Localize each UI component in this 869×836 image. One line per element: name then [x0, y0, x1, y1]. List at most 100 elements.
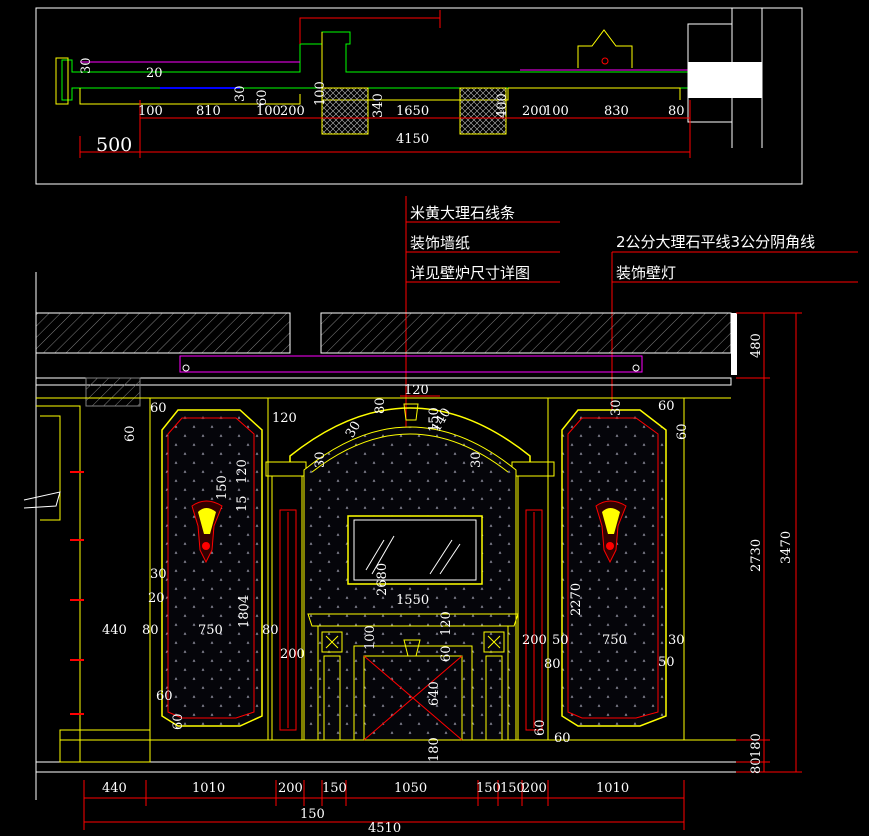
dim-60c: 60: [658, 399, 675, 414]
dim-80c: 80: [262, 623, 279, 638]
plan-dim-100a: 100: [138, 104, 163, 119]
dim-bottom-1010a: 1010: [192, 781, 225, 796]
dim-750b: 750: [602, 633, 627, 648]
dim-right-80: 80: [749, 757, 764, 774]
dim-80d: 80: [544, 657, 561, 672]
dim-750a: 750: [198, 623, 223, 638]
plan-dim-20: 20: [146, 66, 163, 81]
ceiling-slab-left: [35, 312, 291, 354]
dim-bottom-150d: 150: [322, 781, 347, 796]
plan-dim-100b: 100: [256, 104, 281, 119]
dim-60f: 60: [156, 689, 173, 704]
dim-30a: 30: [343, 419, 364, 441]
dim-1804: 1804: [237, 595, 252, 628]
dim-150a: 150: [427, 407, 442, 432]
dim-bottom-440: 440: [102, 781, 127, 796]
elevation-view: [23, 272, 738, 800]
dim-60a: 60: [150, 401, 167, 416]
dim-60i: 60: [554, 731, 571, 746]
plan-dim-830: 830: [604, 104, 629, 119]
right-wall-lamp: [595, 500, 627, 564]
plan-wall-solid: [688, 62, 762, 98]
dim-50a: 50: [552, 633, 569, 648]
plan-fireplace-right: [459, 87, 507, 135]
plan-dim-30b: 30: [233, 85, 248, 102]
dim-bottom-150c: 150: [500, 781, 525, 796]
plan-dim-100d: 100: [544, 104, 569, 119]
plan-dim-1650: 1650: [396, 104, 429, 119]
plan-dim-60: 60: [255, 89, 270, 106]
right-column: [511, 461, 555, 741]
left-column: [265, 461, 307, 741]
dim-bottom-4510: 4510: [368, 821, 401, 836]
dim-120a: 120: [272, 411, 297, 426]
dim-120c: 120: [235, 459, 250, 484]
dim-bottom-1010b: 1010: [596, 781, 629, 796]
annotations: 米黄大理石线条 装饰墙纸 详见壁炉尺寸详图 2公分大理石平线3公分阴角线 装饰壁…: [405, 196, 858, 740]
plan-dim-810: 810: [196, 104, 221, 119]
dim-right-480: 480: [749, 333, 764, 358]
ceiling-slab-right: [320, 312, 732, 354]
dim-right-180: 180: [749, 733, 764, 758]
plan-dim-100c: 100: [313, 81, 328, 106]
plan-dim-200b: 200: [522, 104, 547, 119]
dim-200a: 200: [280, 647, 305, 662]
dim-60e: 60: [439, 645, 454, 662]
plan-dim-4150: 4150: [396, 132, 429, 147]
dim-180: 180: [427, 737, 442, 762]
plan-wall-outline: [61, 31, 691, 101]
left-wall-lamp: [191, 500, 223, 564]
dim-15: 15: [235, 495, 250, 512]
dim-440: 440: [102, 623, 127, 638]
note-marble-line: 2公分大理石平线3公分阴角线: [616, 233, 815, 251]
plan-frame: [35, 7, 803, 185]
left-wallpaper-panel: [161, 409, 263, 727]
dim-right-2730: 2730: [749, 539, 764, 572]
dim-2680: 2680: [375, 563, 390, 596]
dim-right-3470: 3470: [779, 531, 794, 564]
dim-60d: 60: [675, 423, 690, 440]
dim-80b: 80: [142, 623, 159, 638]
plan-fireplace-left: [321, 87, 369, 135]
dim-2270: 2270: [569, 583, 584, 616]
note-wallpaper: 装饰墙纸: [410, 234, 470, 252]
right-wallpaper-panel: [561, 409, 667, 727]
dim-50b: 50: [658, 655, 675, 670]
dim-30f: 30: [668, 633, 685, 648]
dim-100: 100: [363, 625, 378, 650]
dim-bottom-200b: 200: [522, 781, 547, 796]
plan-lamp-symbol: [577, 29, 633, 68]
dim-200b: 200: [522, 633, 547, 648]
dim-bottom-200a: 200: [278, 781, 303, 796]
note-marble-strip: 米黄大理石线条: [410, 204, 515, 222]
dim-30b: 30: [609, 399, 624, 416]
dim-30c: 30: [313, 451, 328, 468]
dim-120d: 120: [439, 611, 454, 636]
elevation-dimensions: 440 1010 200 150 150 1050 150 150 200 10…: [83, 312, 802, 836]
dim-60b: 60: [123, 425, 138, 442]
dim-60g: 60: [171, 713, 186, 730]
plan-dim-500: 500: [96, 134, 132, 156]
dim-1550: 1550: [396, 593, 429, 608]
plan-dim-80: 80: [668, 104, 685, 119]
fireplace: [307, 613, 519, 741]
plan-dim-30a: 30: [79, 57, 94, 74]
plan-dim-400: 400: [495, 93, 510, 118]
plan-dim-340: 340: [371, 93, 386, 118]
dim-30e: 30: [150, 567, 167, 582]
dim-bottom-150b: 150: [476, 781, 501, 796]
dim-bottom-150a: 150: [300, 807, 325, 822]
dim-80a: 80: [373, 397, 388, 414]
ceiling-cornice: [179, 355, 643, 373]
dim-20: 20: [148, 591, 165, 606]
dim-150b: 150: [215, 475, 230, 500]
tv-screen: [347, 515, 483, 585]
plan-view: 30 20 100 810 30 60 100 200 100 340 1650…: [35, 7, 803, 185]
dim-30d: 30: [469, 451, 484, 468]
plan-dim-200a: 200: [280, 104, 305, 119]
dim-bottom-1050: 1050: [394, 781, 427, 796]
note-wall-lamp: 装饰壁灯: [616, 264, 676, 282]
note-fireplace-detail: 详见壁炉尺寸详图: [410, 264, 530, 282]
dim-60h: 60: [533, 719, 548, 736]
